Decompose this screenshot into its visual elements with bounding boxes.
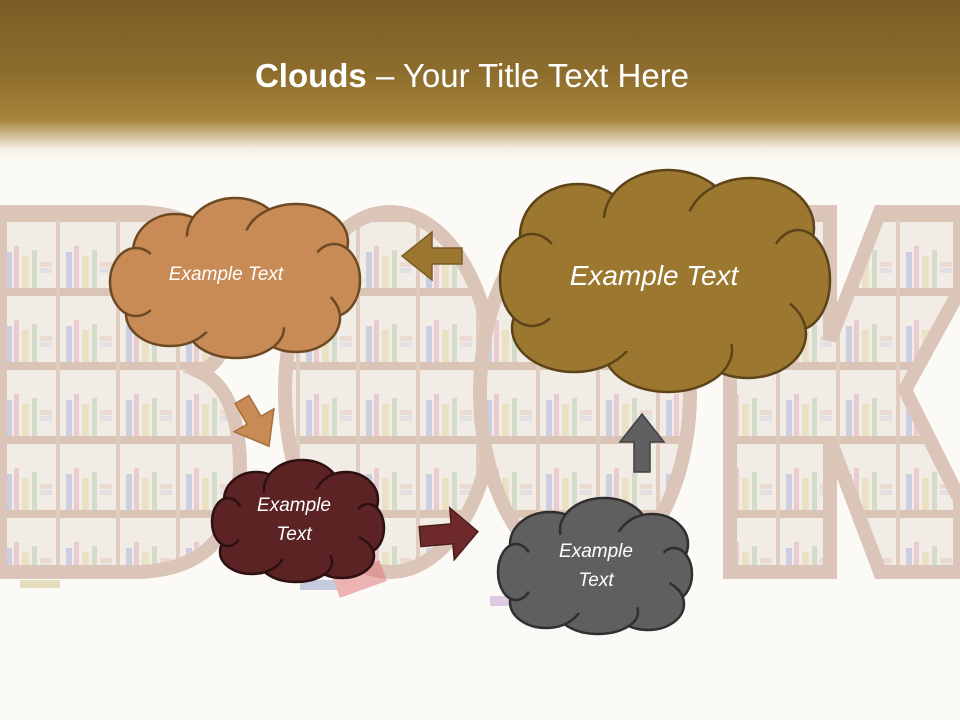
- title-bar: [0, 0, 960, 160]
- title-text: Your Title Text Here: [402, 57, 690, 94]
- title-bold: Clouds: [254, 57, 367, 94]
- cloud-top-left-text: Example Text: [168, 264, 284, 285]
- title-dash: –: [366, 57, 403, 94]
- arrow-left-icon: [400, 230, 463, 282]
- cloud-bottom-right-text: Example Text: [559, 541, 633, 591]
- cloud-bottom-right: [496, 496, 694, 636]
- cloud-bottom-left-text: Example Text: [257, 495, 331, 545]
- cloud-top-right: [498, 168, 832, 394]
- arrow-right-icon: [418, 506, 479, 562]
- cloud-bottom-left: [210, 458, 386, 584]
- arrow-up-icon: [618, 412, 666, 473]
- slide-title: Clouds – Your Title Text Here: [0, 54, 944, 98]
- cloud-top-right-text: Example Text: [569, 260, 739, 291]
- cloud-top-left: [108, 196, 362, 360]
- arrow-down-icon: [232, 394, 275, 448]
